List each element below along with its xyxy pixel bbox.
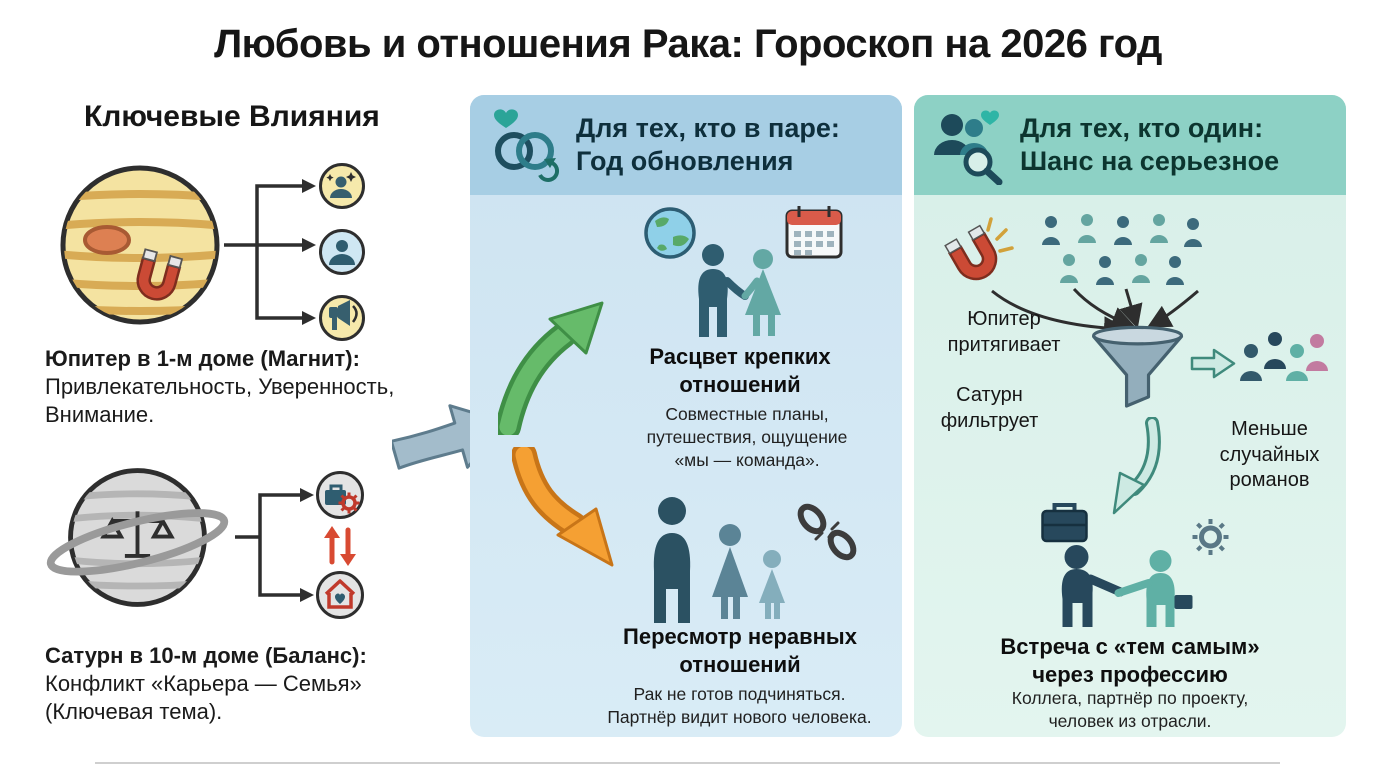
magnifier-icon bbox=[963, 147, 993, 177]
fewer-flings-label: Меньше случайных романов bbox=[1219, 418, 1320, 492]
page-title: Любовь и отношения Рака: Гороскоп на 202… bbox=[214, 22, 1162, 66]
single-title-line1: Для тех, кто один: bbox=[1020, 113, 1264, 144]
saturn-house-label: Сатурн в 10-м доме (Баланс): bbox=[45, 643, 367, 668]
couple-globe-calendar-illustration bbox=[644, 206, 843, 337]
positive-outcome-text: Совместные планы, путешествия, ощущение … bbox=[646, 404, 848, 471]
single-panel-title: Для тех, кто один: Шанс на серьезное bbox=[1020, 112, 1279, 178]
family-broken-chain-illustration bbox=[653, 497, 857, 623]
saturn-branch-arrows-icon bbox=[235, 488, 314, 602]
meeting-text: Коллега, партнёр по проекту, человек из … bbox=[1011, 688, 1249, 732]
jupiter-attracts-label: Юпитер притягивает bbox=[947, 308, 1061, 356]
couple-panel: Для тех, кто в паре: Год обновления bbox=[470, 95, 902, 737]
briefcase-icon bbox=[1041, 503, 1088, 543]
woman-figure bbox=[741, 249, 781, 336]
funnel-icon bbox=[1092, 325, 1184, 408]
heart-icon bbox=[981, 110, 999, 125]
attractiveness-person-icon bbox=[319, 163, 365, 209]
attention-megaphone-icon bbox=[319, 295, 365, 341]
single-title-line2: Шанс на серьезное bbox=[1020, 146, 1280, 176]
jupiter-caption: Юпитер в 1-м доме (Магнит): Привлекатель… bbox=[45, 345, 445, 429]
key-influences-heading: Ключевые Влияния bbox=[84, 100, 380, 133]
adult-figure bbox=[653, 497, 691, 623]
jupiter-house-text: Привлекательность, Уверенность, Внимание… bbox=[45, 374, 395, 428]
family-house-icon bbox=[316, 571, 364, 619]
jupiter-branch-arrows-icon bbox=[224, 179, 316, 325]
man-figure bbox=[698, 244, 749, 337]
career-family-conflict-arrows-icon bbox=[324, 526, 356, 566]
jupiter-house-label: Юпитер в 1-м доме (Магнит): bbox=[45, 346, 360, 371]
positive-outcome-heading: Расцвет крепких отношений bbox=[649, 344, 831, 397]
single-panel-header: Для тех, кто один: Шанс на серьезное bbox=[914, 95, 1346, 195]
negative-outcome-text: Рак не готов подчиняться. Партнёр видит … bbox=[607, 684, 872, 728]
saturn-house-text: Конфликт «Карьера — Семья» (Ключевая тем… bbox=[45, 671, 362, 725]
converging-arrows-icon bbox=[991, 287, 1199, 335]
bag-icon bbox=[1174, 595, 1193, 609]
negative-arrow-icon bbox=[512, 447, 614, 567]
filtered-group-icon bbox=[1240, 332, 1328, 381]
heart-icon bbox=[494, 109, 518, 128]
negative-outcome-heading: Пересмотр неравных отношений bbox=[623, 624, 857, 677]
down-curve-arrow-icon bbox=[1112, 417, 1161, 515]
filter-output-arrow-icon bbox=[1190, 348, 1236, 379]
professional-figure bbox=[1061, 545, 1125, 627]
couple-panel-title: Для тех, кто в паре: Год обновления bbox=[576, 112, 840, 178]
career-briefcase-icon bbox=[316, 471, 364, 519]
gear-icon bbox=[1192, 519, 1229, 555]
saturn-filters-label: Сатурн фильтрует bbox=[940, 384, 1039, 432]
couple-panel-header: Для тех, кто в паре: Год обновления bbox=[470, 95, 902, 195]
partner-figure bbox=[712, 524, 748, 619]
meeting-heading: Встреча с «тем самым» через профессию bbox=[1000, 634, 1260, 687]
calendar-icon bbox=[785, 206, 843, 259]
spark-icon bbox=[986, 217, 1014, 253]
globe-icon bbox=[644, 207, 696, 259]
bottom-divider-line bbox=[95, 762, 1280, 764]
broken-chain-icon bbox=[797, 503, 857, 561]
single-panel: Для тех, кто один: Шанс на серьезное bbox=[914, 95, 1346, 737]
couple-title-line1: Для тех, кто в паре: bbox=[576, 113, 840, 144]
partner-figure bbox=[1114, 550, 1193, 627]
confidence-person-icon bbox=[319, 229, 365, 275]
couple-title-line2: Год обновления bbox=[576, 146, 794, 176]
child-figure bbox=[759, 550, 785, 619]
wedding-rings-icon bbox=[494, 109, 560, 182]
saturn-planet-icon bbox=[46, 468, 229, 607]
heart-icon bbox=[334, 593, 346, 604]
positive-arrow-icon bbox=[498, 301, 604, 435]
handshake-illustration bbox=[1041, 503, 1229, 627]
magnet-icon bbox=[136, 248, 184, 301]
gear-icon bbox=[338, 492, 360, 514]
people-search-icon bbox=[934, 110, 1003, 185]
magnet-icon bbox=[944, 217, 1014, 281]
saturn-caption: Сатурн в 10-м доме (Баланс): Конфликт «К… bbox=[45, 642, 425, 726]
jupiter-planet-icon bbox=[60, 165, 220, 325]
